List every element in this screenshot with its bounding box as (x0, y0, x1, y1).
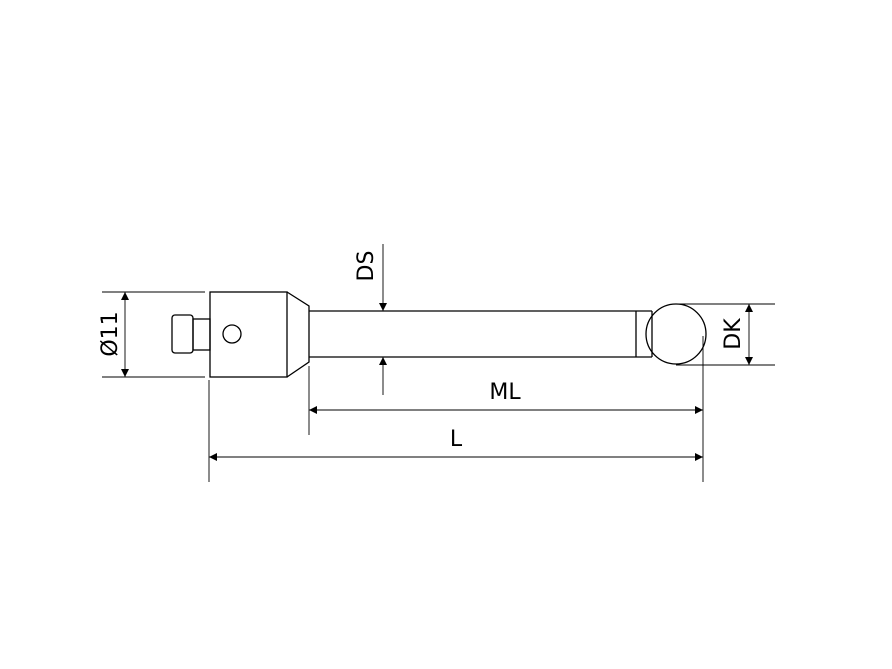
shank-body (209, 291, 288, 378)
label-l: L (450, 427, 463, 452)
stylus-ball (645, 303, 707, 365)
label-ds: DS (354, 251, 379, 282)
cross-hole (222, 324, 242, 344)
thread-pin-stem (192, 318, 211, 351)
stem-rod (309, 310, 653, 358)
label-shank-diameter: Ø11 (98, 311, 123, 356)
thread-pin-knob (171, 314, 194, 354)
taper (286, 291, 310, 378)
label-dk: DK (721, 318, 746, 350)
label-ml: ML (489, 380, 521, 405)
